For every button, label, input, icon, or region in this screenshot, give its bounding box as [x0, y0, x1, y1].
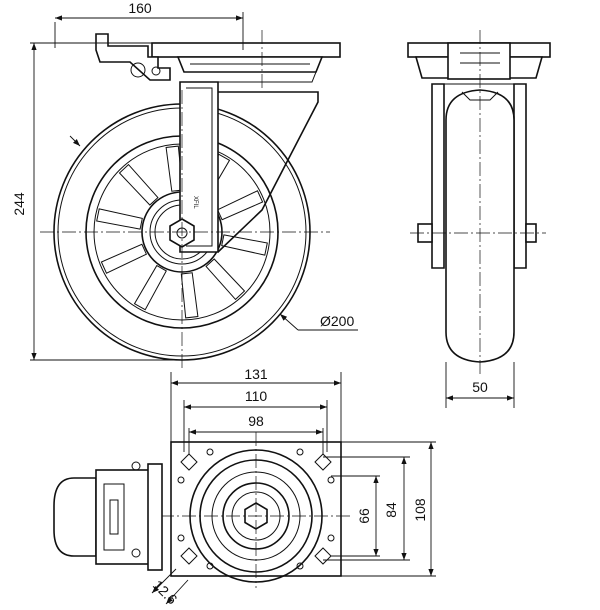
wheel-spoke: [118, 163, 159, 206]
front-view: 50: [407, 30, 551, 408]
wheel-spoke: [100, 243, 148, 274]
top-view: 131 110 98 108 84 66 12.6: [53, 366, 436, 608]
wheel-spoke: [216, 190, 264, 221]
dim-plate-width-131: 131: [244, 366, 268, 382]
fork-mark: XFIL: [192, 196, 198, 209]
dim-width-160: 160: [128, 0, 152, 16]
top-plate-side: [151, 42, 341, 58]
wheel-spoke: [221, 234, 268, 256]
wheel-spoke: [180, 272, 199, 319]
dim-hole-spacing-98: 98: [248, 413, 264, 429]
wheel-spoke: [96, 208, 143, 230]
wheel-front: [445, 89, 515, 363]
brake-pad-top: [53, 477, 97, 557]
dim-wheel-width-50: 50: [472, 379, 488, 395]
dim-slot-12-6: 12.6: [150, 577, 181, 608]
side-view: XFIL 160 244 Ø200: [11, 0, 358, 368]
dim-vertical-66: 66: [356, 508, 372, 524]
wheel-spoke: [165, 145, 184, 192]
wheel-spoke: [133, 264, 167, 311]
dim-height-244: 244: [11, 192, 27, 216]
brake-lever: [95, 33, 171, 81]
dim-vertical-84: 84: [383, 502, 399, 518]
dim-hole-spacing-110: 110: [245, 388, 268, 404]
dim-plate-height-108: 108: [412, 498, 428, 522]
wheel-spoke: [205, 258, 246, 301]
dim-wheel-diameter: Ø200: [320, 313, 354, 329]
